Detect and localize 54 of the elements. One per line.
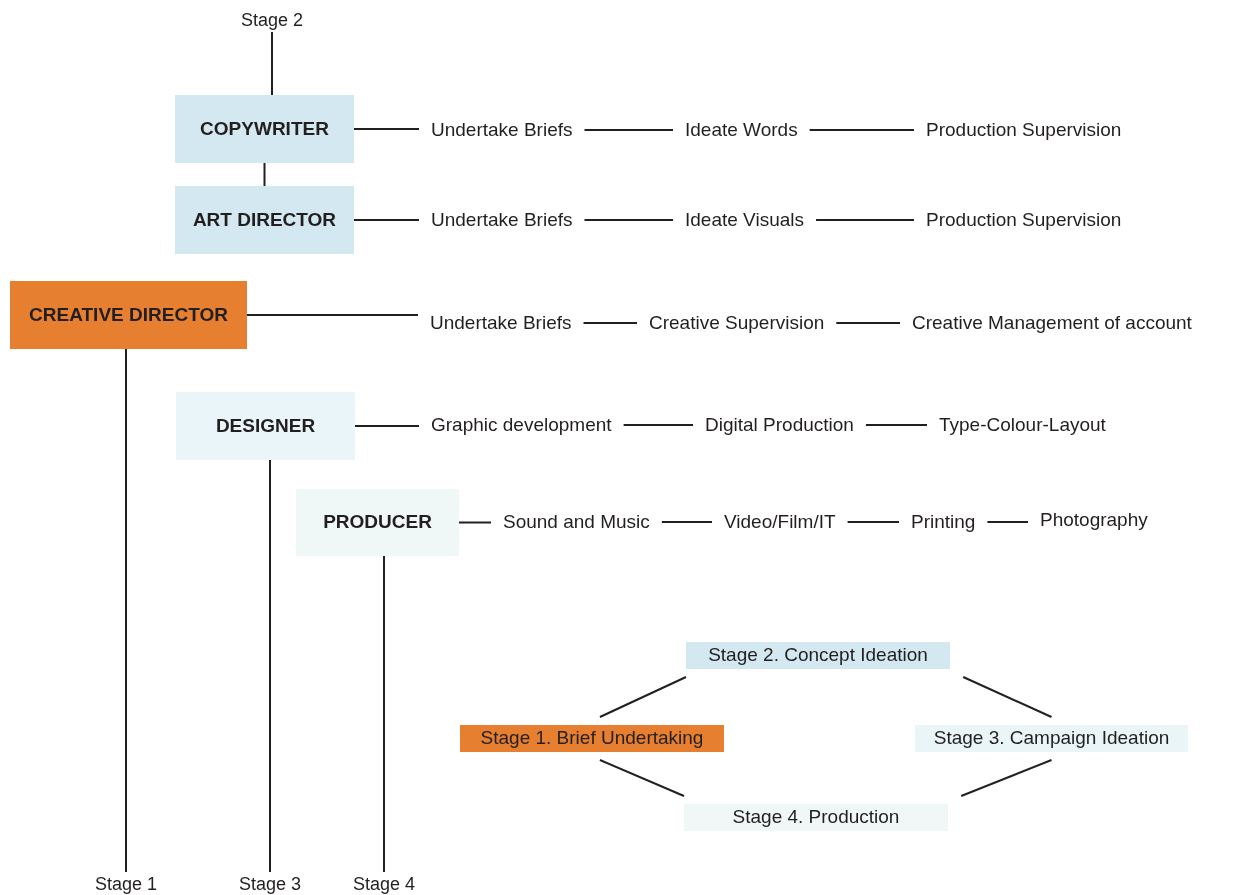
- task-label: Creative Supervision: [637, 311, 837, 335]
- task-label: Undertake Briefs: [419, 118, 585, 142]
- role-box: CREATIVE DIRECTOR: [10, 281, 247, 349]
- connector-line: [583, 219, 674, 221]
- role-box: PRODUCER: [296, 489, 459, 556]
- connector-line: [598, 676, 687, 718]
- connector-line: [269, 459, 271, 873]
- task-label: Printing: [899, 510, 988, 534]
- stage-box: Stage 3. Campaign Ideation: [915, 725, 1188, 752]
- connector-line: [622, 424, 694, 426]
- task-label: Undertake Briefs: [419, 208, 585, 232]
- task-label: Production Supervision: [914, 118, 1134, 142]
- stage-label: Stage 4: [344, 872, 424, 895]
- connector-line: [582, 322, 638, 324]
- connector-line: [815, 219, 915, 221]
- connector-line: [125, 348, 127, 873]
- stage-label: Stage 1: [86, 872, 166, 895]
- connector-line: [583, 129, 674, 131]
- connector-line: [458, 521, 492, 524]
- connector-line: [660, 521, 713, 523]
- task-label: Video/Film/IT: [712, 510, 848, 534]
- connector-line: [271, 31, 273, 96]
- connector-line: [263, 162, 266, 187]
- connector-line: [354, 425, 420, 427]
- task-label: Production Supervision: [914, 208, 1134, 232]
- stage-box: Stage 1. Brief Undertaking: [460, 725, 724, 752]
- connector-line: [960, 759, 1053, 797]
- task-label: Creative Management of account: [900, 311, 1204, 335]
- task-label: Digital Production: [693, 413, 866, 437]
- role-box: DESIGNER: [176, 392, 355, 460]
- connector-line: [864, 424, 928, 426]
- connector-line: [353, 128, 420, 130]
- task-label: Graphic development: [419, 413, 624, 437]
- connector-line: [383, 555, 385, 873]
- connector-line: [846, 521, 900, 523]
- connector-line: [353, 219, 420, 221]
- connector-line: [962, 676, 1053, 718]
- stage-box: Stage 2. Concept Ideation: [686, 642, 950, 669]
- connector-line: [835, 322, 901, 324]
- task-label: Photography: [1028, 508, 1160, 532]
- connector-line: [808, 129, 915, 131]
- connector-line: [246, 314, 419, 316]
- connector-line: [598, 759, 685, 797]
- task-label: Undertake Briefs: [418, 311, 584, 335]
- role-box: ART DIRECTOR: [175, 186, 354, 254]
- stage-label: Stage 2: [232, 8, 312, 32]
- stage-label: Stage 3: [230, 872, 310, 895]
- task-label: Ideate Words: [673, 118, 810, 142]
- task-label: Ideate Visuals: [673, 208, 816, 232]
- role-box: COPYWRITER: [175, 95, 354, 163]
- stage-box: Stage 4. Production: [684, 804, 948, 831]
- task-label: Type-Colour-Layout: [927, 413, 1118, 437]
- connector-line: [986, 521, 1029, 523]
- task-label: Sound and Music: [491, 510, 662, 534]
